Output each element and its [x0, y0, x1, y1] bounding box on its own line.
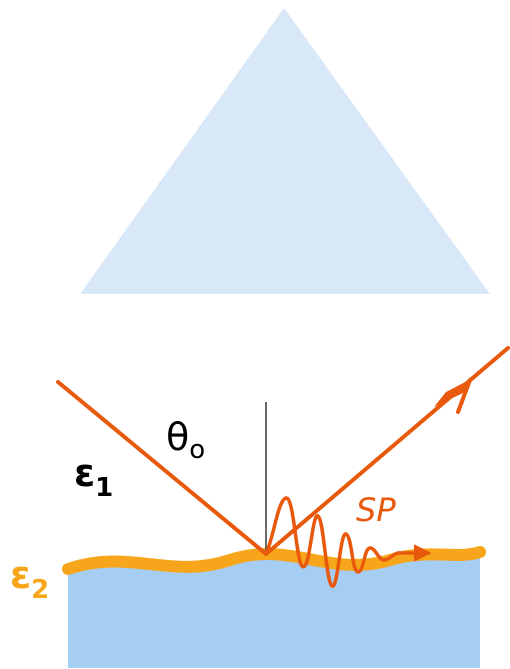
prism	[80, 8, 490, 294]
substrate	[68, 552, 480, 668]
surface-plasmon-label: SP	[356, 491, 396, 529]
reflected-ray-arrowhead	[434, 378, 473, 407]
surface-plasmon-wave	[264, 496, 432, 588]
medium-1-label: ε1	[74, 454, 113, 501]
medium-1-symbol: ε	[74, 451, 96, 495]
incident-ray	[56, 380, 268, 556]
medium-2-label: ε2	[10, 556, 49, 603]
medium-2-symbol: ε	[10, 553, 32, 597]
incidence-angle-label: θo	[166, 418, 205, 463]
medium-1-subscript: 1	[95, 473, 114, 503]
reflected-ray-arrow-wing	[456, 378, 472, 414]
medium-2-subscript: 2	[31, 575, 50, 605]
angle-symbol: θ	[166, 415, 190, 459]
angle-subscript: o	[189, 435, 206, 465]
